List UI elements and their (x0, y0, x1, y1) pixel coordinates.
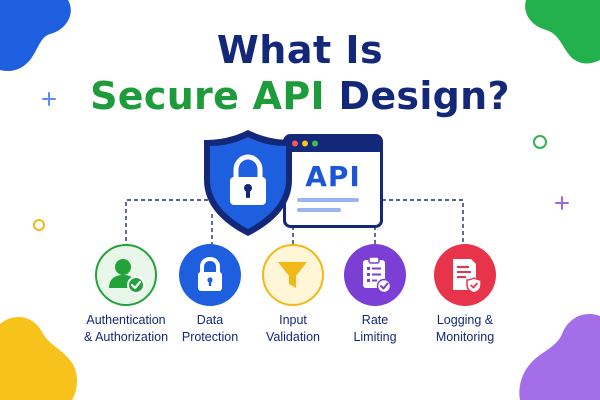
green-corner-blob (525, 0, 600, 64)
blue-corner-blob (0, 0, 71, 71)
pillar-logging-monitoring: Logging & Monitoring (410, 244, 520, 346)
pillar-label: Input Validation (266, 313, 320, 344)
pillar-label: Logging & Monitoring (435, 313, 495, 344)
pillar-input-validation: Input Validation (238, 244, 348, 346)
padlock-icon (198, 256, 222, 291)
pillar-icon-circle (434, 244, 496, 306)
pillar-label: Data Protection (181, 313, 239, 344)
yellow-corner-blob (0, 317, 77, 400)
pillar-icon-circle (262, 244, 324, 306)
pillar-rate-limiting: Rate Limiting (320, 244, 430, 346)
api-window-icon (283, 134, 383, 228)
plus-sparkle-icon (555, 196, 569, 210)
funnel-icon (278, 262, 307, 288)
clipboard-check-icon (363, 256, 392, 294)
pillar-authentication: Authentication & Authorization (71, 244, 181, 346)
pillar-label: Rate Limiting (353, 313, 397, 344)
title-line-2: Secure API Design? (0, 74, 600, 118)
purple-corner-blob (519, 314, 600, 400)
pillar-label: Authentication & Authorization (83, 313, 169, 344)
title-suffix: Design? (338, 74, 510, 118)
pillar-icon-circle (95, 244, 157, 306)
pillar-icon-circle (344, 244, 406, 306)
user-check-icon (109, 259, 145, 294)
ring-sparkle-icon (33, 219, 45, 231)
title-highlight: Secure API (90, 74, 325, 118)
plus-sparkle-icon (42, 92, 56, 106)
shield-lock-icon (204, 130, 292, 236)
title-line-1: What Is (216, 28, 384, 72)
api-window-label: API (305, 160, 361, 193)
pillar-icon-circle (179, 244, 241, 306)
pillar-data-protection: Data Protection (155, 244, 265, 346)
log-shield-icon (453, 259, 482, 294)
ring-sparkle-icon (533, 135, 547, 149)
